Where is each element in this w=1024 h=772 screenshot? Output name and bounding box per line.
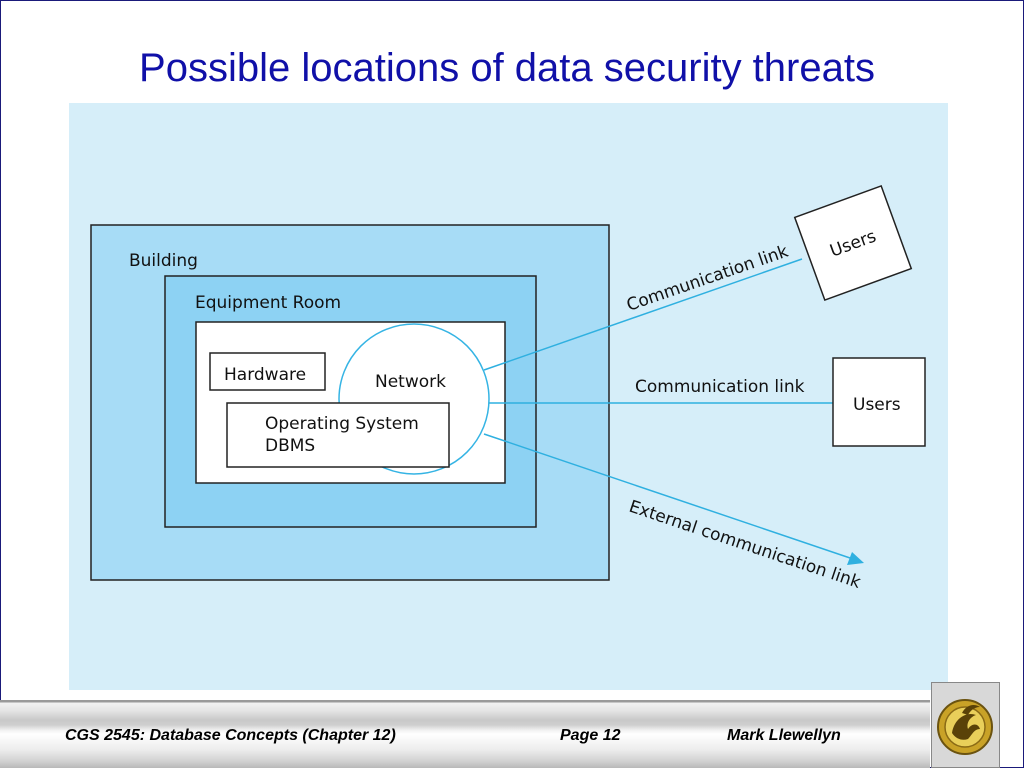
slide-title: Possible locations of data security thre… xyxy=(139,46,875,90)
os-dbms-box xyxy=(226,402,450,468)
users-top-box: Users xyxy=(793,184,913,302)
hardware-label: Hardware xyxy=(224,365,306,385)
equipment-room-label: Equipment Room xyxy=(195,293,341,313)
building-label: Building xyxy=(129,251,198,271)
footer-course: CGS 2545: Database Concepts (Chapter 12) xyxy=(65,727,396,744)
footer-author: Mark Llewellyn xyxy=(727,727,841,744)
external-communication-link xyxy=(483,433,854,560)
communication-link-top xyxy=(483,258,803,371)
link-top-label: Communication link xyxy=(624,242,791,316)
link-middle-label: Communication link xyxy=(635,377,805,397)
os-label: Operating System xyxy=(265,414,419,434)
security-diagram: Building Equipment Room Hardware Operati… xyxy=(69,103,948,690)
footer-page: Page 12 xyxy=(560,727,621,744)
dbms-label: DBMS xyxy=(265,436,315,456)
network-label: Network xyxy=(375,372,446,392)
users-middle-label: Users xyxy=(853,395,901,415)
external-link-arrowhead xyxy=(847,552,864,565)
pegasus-logo-icon xyxy=(931,682,1000,768)
link-external-label: External communication link xyxy=(626,497,863,593)
footer-bar xyxy=(0,700,930,768)
hardware-box xyxy=(209,352,326,391)
users-middle-box xyxy=(832,357,926,447)
